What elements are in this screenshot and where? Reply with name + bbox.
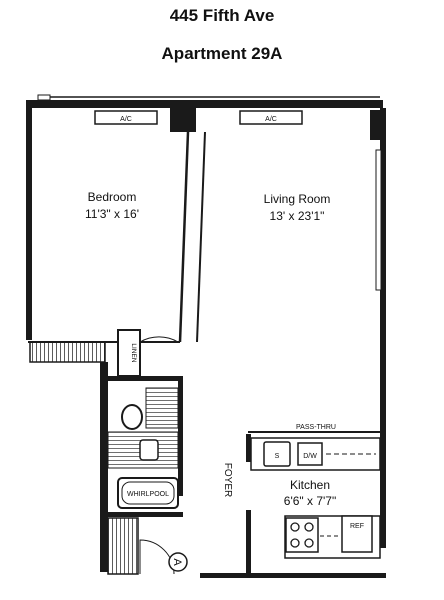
plan-title-unit: Apartment 29A <box>161 44 283 63</box>
burner-icon <box>304 522 314 532</box>
plan-title-address: 445 Fifth Ave <box>169 6 275 25</box>
ac-label-bedroom: A/C <box>120 116 132 123</box>
ac-unit-living <box>239 110 303 125</box>
bedroom-name: Bedroom <box>88 190 137 204</box>
refrigerator-icon <box>341 515 373 553</box>
window-strip-left <box>37 94 51 101</box>
window-right <box>375 149 382 291</box>
kitchen-wall-bottom <box>200 573 386 578</box>
kitchen-size: 6'6" x 7'7" <box>284 494 336 508</box>
whirlpool-inner <box>121 481 175 505</box>
foyer-label: FOYER <box>222 463 233 497</box>
bedroom-closet <box>29 341 106 363</box>
whirlpool-label: WHIRLPOOL <box>127 491 169 498</box>
exterior-wall-top <box>28 100 383 108</box>
bathroom-shower-hatch <box>145 387 179 429</box>
burner-icon <box>290 538 300 548</box>
refrigerator-label: REF <box>350 523 364 530</box>
exterior-wall-right <box>380 108 386 548</box>
ac-label-living: A/C <box>265 116 277 123</box>
column-center <box>170 100 196 132</box>
burner-icon <box>290 522 300 532</box>
kitchen-sink-icon <box>263 441 291 467</box>
bathroom-wall-bottom <box>108 512 183 517</box>
bedroom-size: 11'3" x 16' <box>85 207 139 221</box>
sink-s-label: S <box>275 453 280 460</box>
entry-marker-label: A <box>171 558 183 566</box>
entry-closet <box>107 517 139 575</box>
bathroom-wall-left <box>100 362 108 572</box>
living-room-name: Living Room <box>264 192 331 206</box>
ac-unit-bedroom <box>94 110 158 125</box>
burner-icon <box>304 538 314 548</box>
linen-label: LINEN <box>130 343 137 362</box>
toilet-icon <box>121 404 143 430</box>
partition-living-hall <box>196 131 206 343</box>
window-strip-right <box>365 100 383 108</box>
stove-icon <box>285 517 319 553</box>
partition-bedroom-living <box>178 131 190 343</box>
kitchen-wall-left <box>246 434 251 462</box>
living-room-size: 13' x 23'1" <box>270 209 325 223</box>
bathroom-wall-right <box>178 376 183 496</box>
bathroom-wall-top <box>100 376 180 381</box>
exterior-wall-left <box>26 100 32 340</box>
dishwasher-label: D/W <box>303 453 317 460</box>
entry-marker <box>168 552 188 572</box>
kitchen-name: Kitchen <box>290 478 330 492</box>
dishwasher-icon <box>297 442 323 466</box>
kitchen-wall-left-lower <box>246 510 251 576</box>
entry-door-swing <box>139 539 175 575</box>
sink-icon <box>139 439 159 461</box>
bedroom-door-swing <box>139 336 179 343</box>
pass-thru-label: PASS-THRU <box>296 424 336 431</box>
corner-column-right <box>370 110 382 140</box>
